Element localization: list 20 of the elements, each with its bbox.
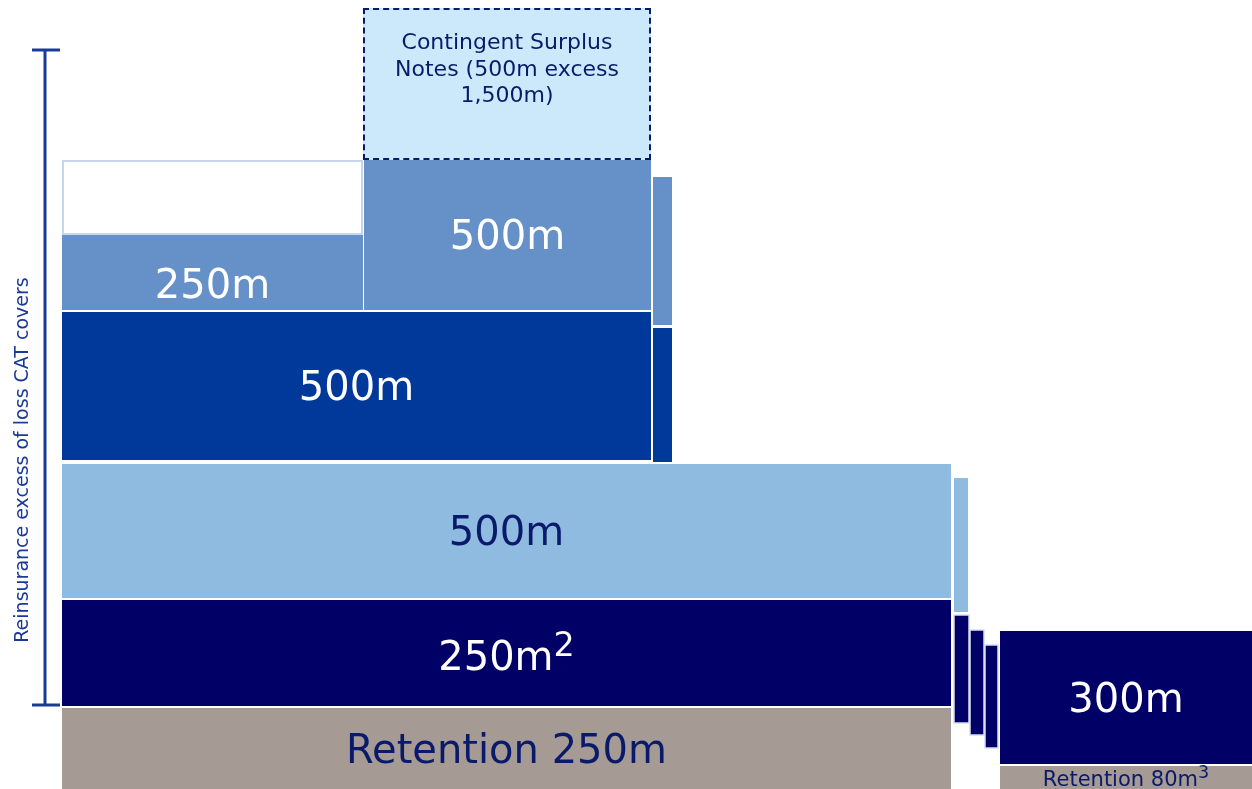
- layer-label: 500m: [448, 507, 565, 555]
- layer-box: [1000, 631, 1252, 764]
- layer-label: 250m: [154, 259, 271, 308]
- layer-box: [62, 235, 363, 310]
- layer-box: [62, 312, 651, 460]
- axis-label: Reinsurance excess of loss CAT covers: [10, 277, 32, 643]
- layer-label: 300m: [1068, 673, 1184, 722]
- layer-label: Retention 80m$^{3}$: [1042, 762, 1210, 789]
- layer-label: Retention 250m: [346, 724, 667, 773]
- layer-label: 500m: [298, 362, 415, 410]
- layer-label: 500m: [449, 211, 566, 259]
- notes-layer-box: [363, 8, 651, 160]
- layer-label: 250m$^{2}$: [438, 625, 575, 681]
- layer-box: [62, 708, 951, 789]
- layer-label: Contingent Surplus Notes (500m excess 1,500m): [394, 29, 620, 109]
- layer-box: [364, 160, 651, 310]
- layer-box: [62, 600, 951, 706]
- empty-layer-box: [62, 160, 363, 235]
- layer-box: [1000, 766, 1252, 789]
- layer-box: [62, 464, 951, 598]
